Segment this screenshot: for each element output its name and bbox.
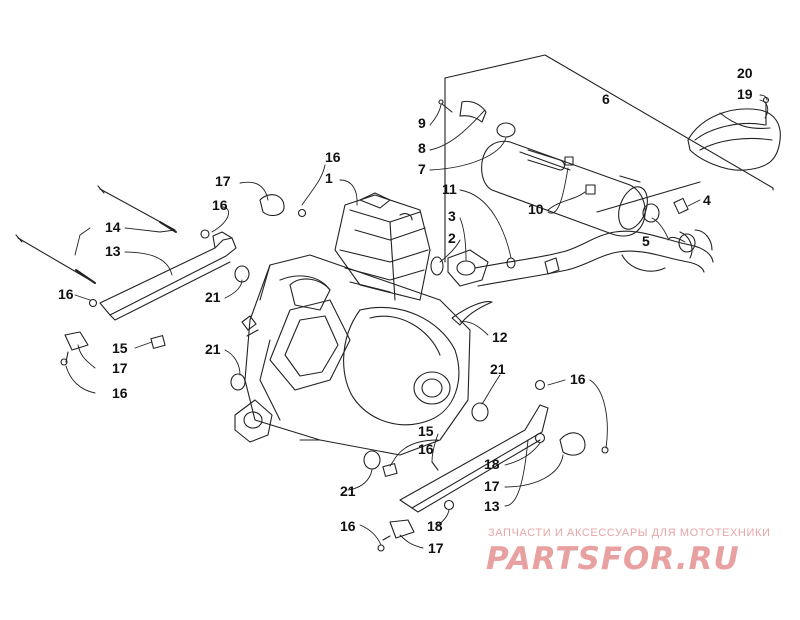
callout-13: 13 <box>484 498 500 514</box>
callout-21: 21 <box>490 361 506 377</box>
watermark-tagline: ЗАПЧАСТИ И АКСЕССУАРЫ ДЛЯ МОТОТЕХНИКИ <box>488 527 771 539</box>
callout-2: 2 <box>448 230 456 246</box>
callout-16: 16 <box>112 385 128 401</box>
callout-21: 21 <box>205 289 221 305</box>
gasket <box>451 301 493 326</box>
callout-19: 19 <box>737 86 753 102</box>
callout-1: 1 <box>325 170 333 186</box>
callout-5: 5 <box>642 233 650 249</box>
exhaust-gasket <box>447 249 489 287</box>
callout-8: 8 <box>418 140 426 156</box>
exhaust-pipe <box>474 229 714 287</box>
callout-14: 14 <box>105 219 121 235</box>
callout-20: 20 <box>737 65 753 81</box>
callout-18: 18 <box>427 518 443 534</box>
callout-12: 12 <box>492 329 508 345</box>
seal-ring <box>430 256 444 276</box>
spring <box>506 257 516 269</box>
callout-4: 4 <box>703 192 711 208</box>
callout-16: 16 <box>58 286 74 302</box>
callout-11: 11 <box>442 181 457 197</box>
callout-13: 13 <box>105 243 121 259</box>
watermark-logo: PARTSFOR.RU <box>486 541 740 577</box>
callout-16: 16 <box>418 441 434 457</box>
callout-10: 10 <box>528 201 544 217</box>
callout-15: 15 <box>418 423 434 439</box>
callout-16: 16 <box>325 149 341 165</box>
callout-7: 7 <box>418 161 426 177</box>
engine <box>234 192 471 456</box>
callout-6: 6 <box>602 91 610 107</box>
right-mount-bracket <box>363 379 609 552</box>
callout-17: 17 <box>112 360 128 376</box>
callout-17: 17 <box>215 173 231 189</box>
spring-clamp <box>642 197 696 253</box>
callout-21: 21 <box>340 483 356 499</box>
callout-16: 16 <box>340 518 356 534</box>
callout-labels: 16 1 17 16 14 13 16 15 17 16 21 21 6 9 8… <box>58 65 753 556</box>
callout-16: 16 <box>570 371 586 387</box>
heat-shield <box>687 108 781 171</box>
callout-17: 17 <box>428 540 444 556</box>
callout-9: 9 <box>418 115 426 131</box>
left-mount-bracket <box>15 185 307 391</box>
exhaust-small-parts <box>438 99 516 138</box>
callout-3: 3 <box>448 208 456 224</box>
leader-lines <box>65 94 769 549</box>
callout-17: 17 <box>484 478 500 494</box>
exhaust-assembly-outline <box>444 54 774 263</box>
callout-21: 21 <box>205 341 221 357</box>
callout-16: 16 <box>212 197 228 213</box>
callout-18: 18 <box>484 456 500 472</box>
muffler <box>481 140 648 237</box>
callout-15: 15 <box>112 340 128 356</box>
